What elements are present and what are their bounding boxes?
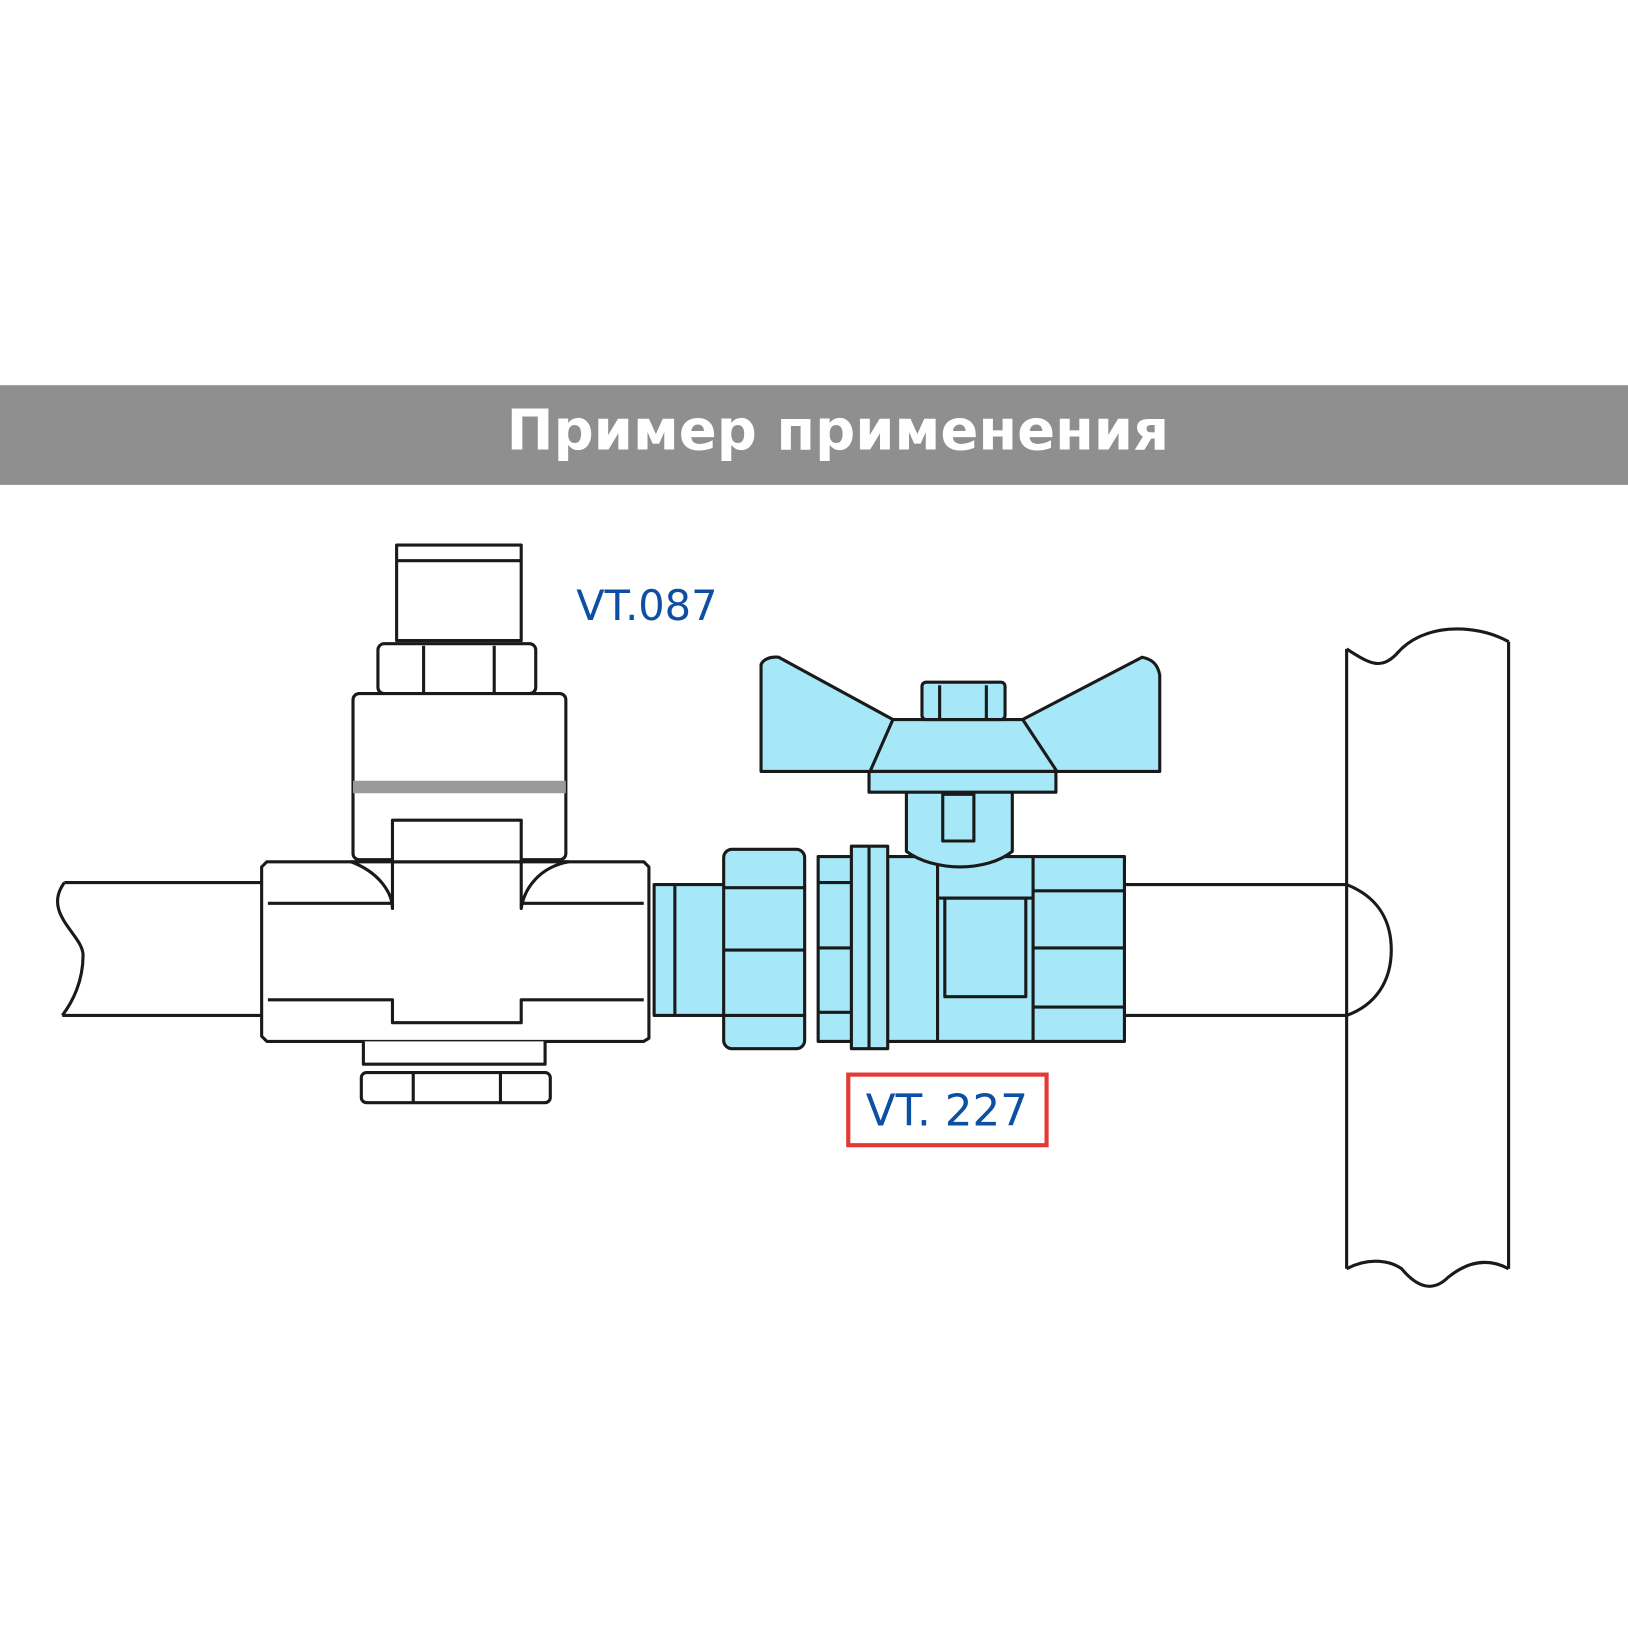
highlight-box xyxy=(846,1072,1049,1148)
banner-title: Пример применения xyxy=(507,399,1169,464)
ball-valve xyxy=(652,655,1162,1051)
vertical-pipe xyxy=(1124,627,1511,1288)
pressure-reducer xyxy=(260,543,651,1105)
title-banner xyxy=(0,385,1628,485)
left-pipe xyxy=(56,880,265,1017)
reducer-label: VT.087 xyxy=(576,581,717,630)
ball-valve-label: VT. 227 xyxy=(866,1086,1028,1136)
